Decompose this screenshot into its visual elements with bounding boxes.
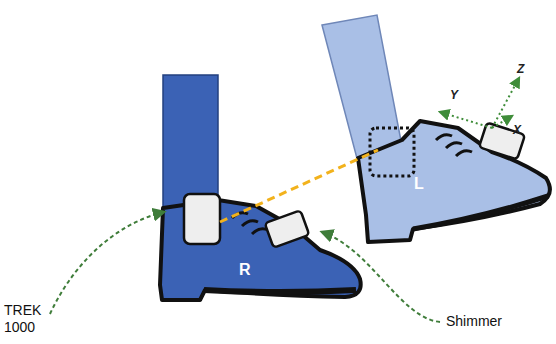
left-sole [413,196,548,229]
device-label: TREK 1000 [4,302,41,336]
callout-arrow [322,232,440,322]
shimmer-sensor [479,122,525,159]
axis-label: Y [450,88,458,102]
range-line [220,150,378,222]
axis-label: Z [517,62,524,76]
axis-label: X [513,123,521,137]
shimmer-sensor [265,210,310,247]
left-shoe [358,121,550,242]
right-laces [232,213,268,234]
x-axis [492,116,512,128]
side-letter: R [239,260,251,279]
z-axis [492,78,519,128]
trek-sensor [184,194,220,244]
device-label: Shimmer [446,313,502,330]
side-letter: L [414,174,424,193]
callout-arrow [50,212,164,314]
left-laces [436,135,472,156]
right-sole [204,290,356,292]
y-axis [440,112,492,128]
